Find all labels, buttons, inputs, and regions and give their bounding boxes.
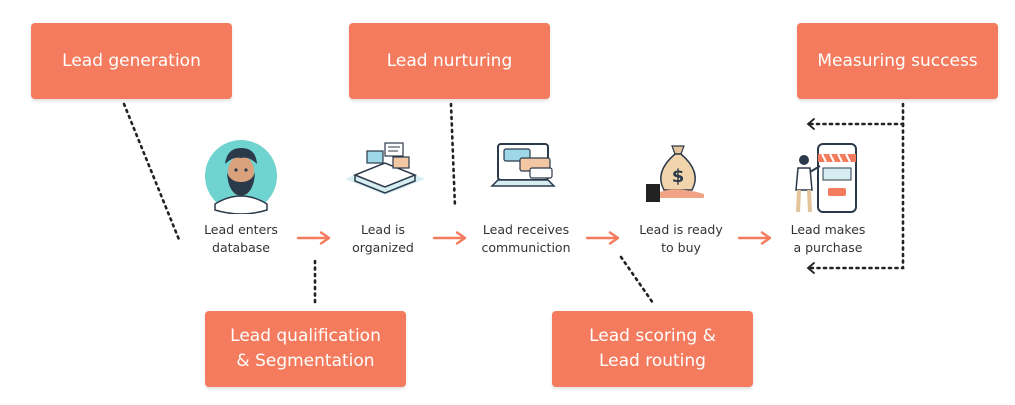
stage-label-lead-purchase: Lead makes a purchase — [790, 222, 866, 256]
measuring-success-box: Measuring success — [797, 23, 998, 99]
flow-arrow-4 — [737, 231, 772, 245]
lead-scoring-box: Lead scoring & Lead routing — [552, 311, 753, 387]
stage-label-lead-organized: Lead is organized — [352, 222, 414, 256]
connector-measuring-success-lower — [806, 122, 905, 270]
flow-arrow-3 — [585, 231, 620, 245]
book-documents-icon — [345, 142, 425, 195]
shop-phone-icon — [795, 143, 857, 213]
laptop-messages-icon — [490, 143, 556, 187]
svg-text:$: $ — [672, 166, 685, 187]
flow-arrow-2 — [432, 231, 467, 245]
flow-arrow-1 — [296, 231, 331, 245]
stage-label-lead-receives: Lead receives communiction — [481, 222, 571, 256]
person-avatar-icon — [205, 140, 277, 214]
money-bag-hand-icon: $ — [646, 145, 704, 202]
connector-lead-nurturing — [449, 102, 457, 209]
lead-nurturing-box: Lead nurturing — [349, 23, 550, 99]
connector-measuring-success — [806, 102, 905, 126]
connector-lead-scoring — [619, 255, 655, 305]
lead-generation-box: Lead generation — [31, 23, 232, 99]
measuring-arrowhead-top — [806, 118, 815, 130]
stage-label-lead-ready: Lead is ready to buy — [639, 222, 723, 256]
stage-label-lead-enters: Lead enters database — [204, 222, 278, 256]
connector-lead-generation — [122, 102, 182, 244]
lead-qualification-box: Lead qualification & Segmentation — [205, 311, 406, 387]
measuring-arrowhead-bottom — [806, 262, 815, 274]
